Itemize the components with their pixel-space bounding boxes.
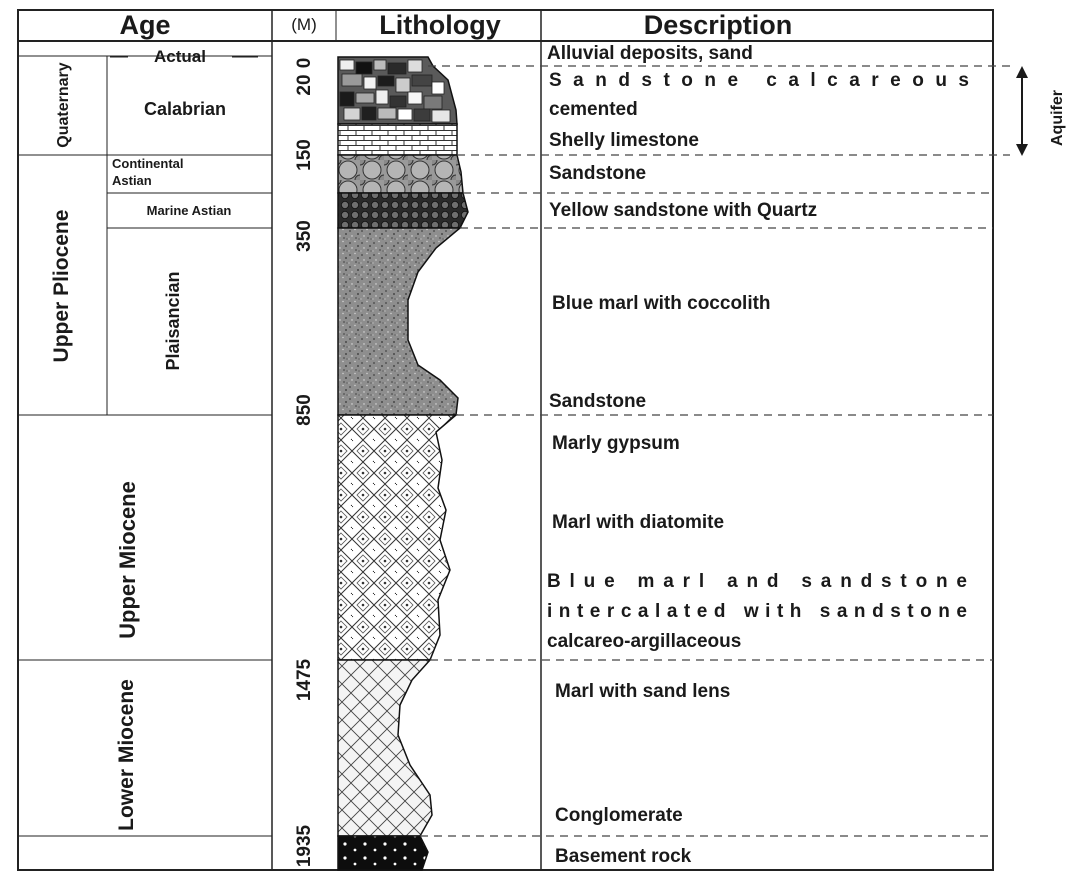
depth-label-850: 850 bbox=[294, 394, 315, 426]
age-header: Age bbox=[119, 10, 170, 40]
era-upper-pliocene-label: Upper Pliocene bbox=[50, 210, 73, 363]
desc-marly-gypsum: Marly gypsum bbox=[552, 433, 680, 454]
descriptions: Alluvial deposits, sand Sandstone calcar… bbox=[547, 43, 969, 867]
depth-label-350: 350 bbox=[294, 220, 315, 252]
boundary-lines bbox=[420, 66, 1012, 836]
description-header: Description bbox=[644, 10, 793, 40]
era-lower-miocene-label: Lower Miocene bbox=[115, 679, 138, 831]
desc-basement: Basement rock bbox=[555, 846, 692, 867]
depth-unit-header: (M) bbox=[291, 15, 316, 34]
desc-alluvial: Alluvial deposits, sand bbox=[547, 43, 753, 64]
layer-sandstone-continental bbox=[338, 155, 463, 193]
desc-blue-marl-2: intercalated with sandstone bbox=[547, 601, 967, 622]
depth-label-150: 150 bbox=[294, 139, 315, 171]
layer-marl-sand-lens bbox=[338, 660, 432, 836]
desc-sandstone-calcareous-2: cemented bbox=[549, 99, 638, 120]
lithology-column bbox=[338, 57, 468, 870]
aquifer-label: Aquifer bbox=[1049, 90, 1066, 146]
desc-marl-diatomite: Marl with diatomite bbox=[552, 512, 724, 533]
era-upper-miocene-label: Upper Miocene bbox=[115, 481, 140, 639]
desc-conglomerate: Conglomerate bbox=[555, 805, 683, 826]
desc-blue-marl-coccolith: Blue marl with coccolith bbox=[552, 293, 771, 314]
layer-blue-marl bbox=[338, 228, 460, 415]
layer-shelly-limestone bbox=[338, 124, 457, 155]
era-quaternary-label: Quaternary bbox=[55, 62, 72, 147]
desc-sandstone-calcareous-1: Sandstone calcareous bbox=[549, 70, 969, 91]
layer-yellow-sandstone-quartz bbox=[338, 193, 468, 228]
desc-marl-sand-lens: Marl with sand lens bbox=[555, 681, 730, 702]
depth-label-20: 20 bbox=[294, 74, 315, 95]
layer-basement-rock bbox=[338, 836, 428, 870]
table-frame bbox=[18, 10, 993, 870]
stage-plaisancian-label: Plaisancian bbox=[163, 271, 183, 370]
stage-label-line: Continental bbox=[112, 156, 184, 171]
stage-marine-astian-label: Marine Astian bbox=[147, 203, 232, 218]
desc-blue-marl-3: calcareo-argillaceous bbox=[547, 631, 741, 652]
lithology-header: Lithology bbox=[379, 10, 500, 40]
stage-actual-label: Actual bbox=[154, 47, 206, 66]
desc-shelly-limestone: Shelly limestone bbox=[549, 130, 699, 151]
layer-marly-gypsum bbox=[338, 415, 456, 660]
stage-calabrian-label: Calabrian bbox=[144, 99, 226, 119]
desc-blue-marl-1: Blue marl and sandstone bbox=[547, 571, 967, 592]
desc-yellow-sandstone: Yellow sandstone with Quartz bbox=[549, 200, 817, 221]
depth-axis: 0 20 150 350 850 1475 1935 bbox=[294, 58, 315, 867]
desc-sandstone-b: Sandstone bbox=[549, 391, 646, 412]
depth-label-0: 0 bbox=[294, 58, 315, 69]
depth-label-1935: 1935 bbox=[294, 824, 315, 867]
stage-label-line: Astian bbox=[112, 173, 152, 188]
depth-label-1475: 1475 bbox=[294, 658, 315, 701]
desc-sandstone-a: Sandstone bbox=[549, 163, 646, 184]
